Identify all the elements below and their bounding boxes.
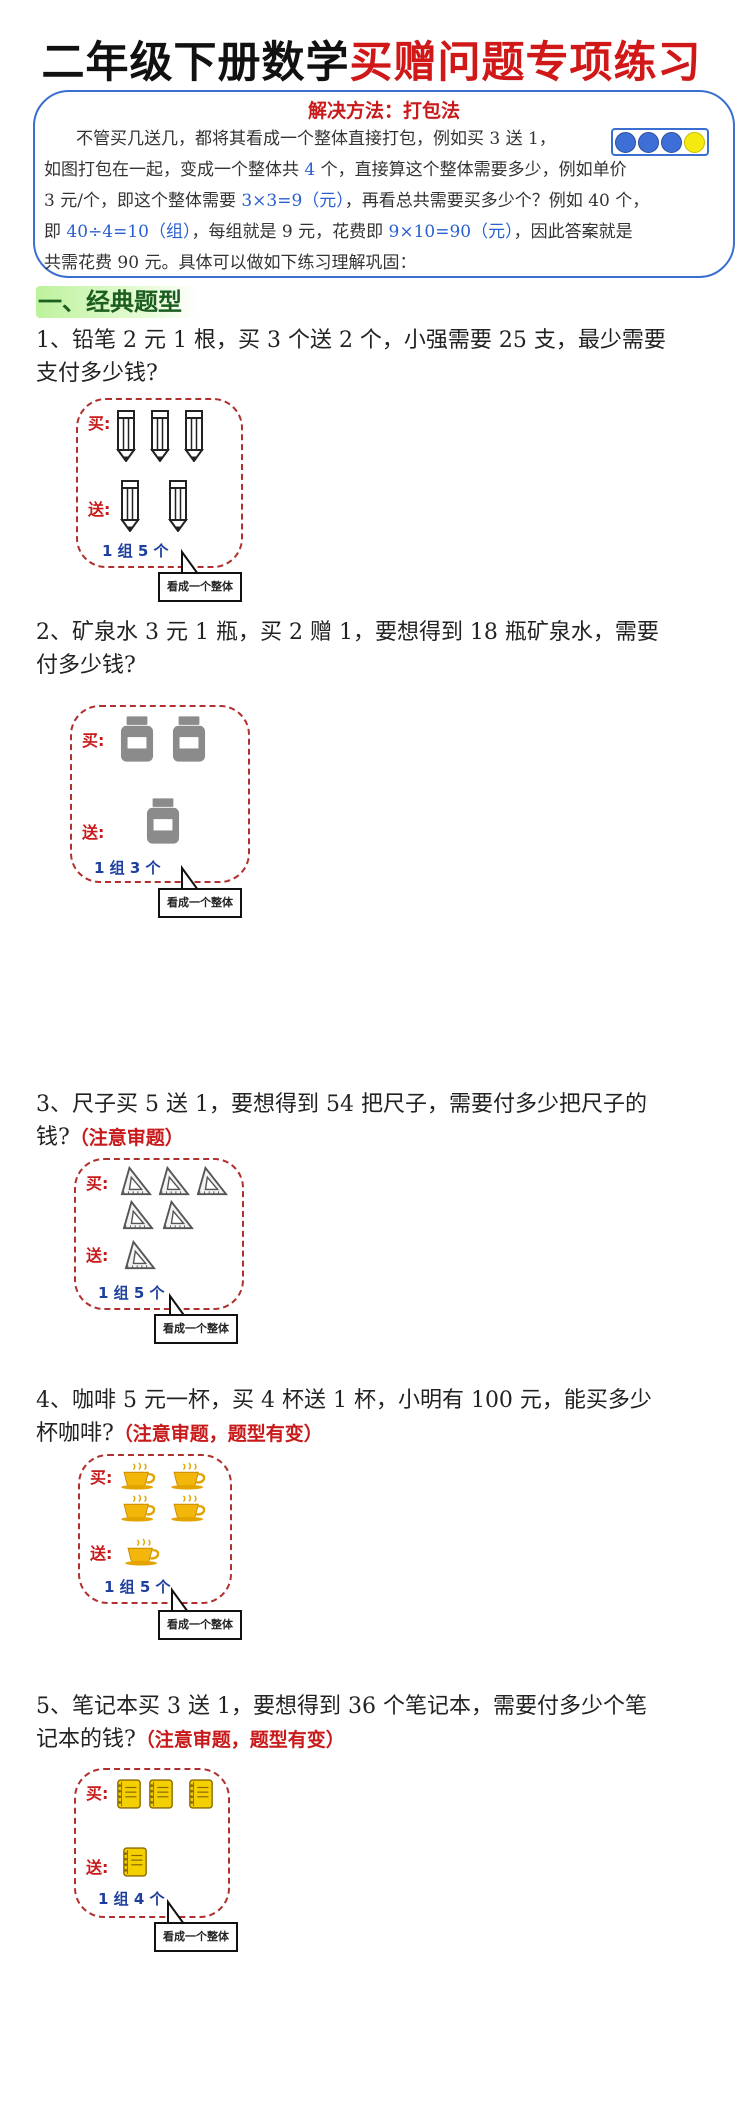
triangle-ruler-icon xyxy=(158,1166,190,1196)
question-3-line-2: 钱? xyxy=(36,1125,70,1150)
question-5: 5、笔记本买 3 送 1，要想得到 36 个笔记本，需要付多少个笔 记本的钱?（… xyxy=(36,1690,716,1757)
method-line-5: 共需花费 90 元。具体可以做如下练习理解巩固： xyxy=(44,253,417,273)
pencil-icon xyxy=(168,480,188,532)
question-2-line-1: 2、矿泉水 3 元 1 瓶，买 2 赠 1，要想得到 18 瓶矿泉水，需要 xyxy=(36,620,659,645)
notebook-icon xyxy=(116,1778,142,1810)
group-size-label: 1 组 5 个 xyxy=(98,1284,165,1302)
buy-label: 买: xyxy=(90,1468,113,1487)
group-size-label: 1 组 5 个 xyxy=(102,542,169,560)
speech-bubble: 看成一个整体 xyxy=(154,1314,238,1344)
blue-dot-icon xyxy=(638,131,659,153)
method-line-1: 不管买几送几，都将其看成一个整体直接打包，例如买 3 送 1， xyxy=(76,129,556,149)
give-label: 送: xyxy=(86,1246,109,1265)
notebook-icon xyxy=(188,1778,214,1810)
question-1: 1、铅笔 2 元 1 根，买 3 个送 2 个，小强需要 25 支，最少需要 支… xyxy=(36,324,716,390)
group-dots-illustration xyxy=(611,128,709,156)
notebook-icon xyxy=(122,1846,148,1878)
coffee-cup-icon xyxy=(170,1494,208,1522)
method-line-2a: 如图打包在一起，变成一个整体共 xyxy=(44,160,305,180)
question-3-diagram: 买: 送: 1 组 5 个 xyxy=(74,1158,244,1310)
method-box: 解决方法：打包法 不管买几送几，都将其看成一个整体直接打包，例如买 3 送 1，… xyxy=(33,90,735,278)
question-4-line-2: 杯咖啡? xyxy=(36,1421,114,1446)
page-title: 二年级下册数学买赠问题专项练习 xyxy=(0,28,743,90)
method-line-3c: ，再看总共需要买多少个？例如 40 个， xyxy=(344,191,650,211)
buy-label: 买: xyxy=(88,414,111,433)
pencil-icon xyxy=(116,410,136,462)
question-4-hint: （注意审题，题型有变） xyxy=(113,1423,323,1445)
question-4-diagram: 买: 送: 1 组 5 个 xyxy=(78,1454,232,1604)
method-line-2b: 4 xyxy=(304,160,316,180)
give-label: 送: xyxy=(86,1858,109,1877)
method-line-3b: 3×3=9（元） xyxy=(241,191,345,211)
buy-label: 买: xyxy=(86,1174,109,1193)
triangle-ruler-icon xyxy=(196,1166,228,1196)
section-title: 一、经典题型 xyxy=(36,286,198,318)
question-5-diagram: 买: 送: 1 组 4 个 xyxy=(74,1768,230,1918)
question-1-line-2: 支付多少钱? xyxy=(36,361,158,386)
question-4: 4、咖啡 5 元一杯，买 4 杯送 1 杯，小明有 100 元，能买多少 杯咖啡… xyxy=(36,1384,716,1451)
title-part2: 买赠问题专项练习 xyxy=(349,38,702,88)
pencil-icon xyxy=(184,410,204,462)
give-label: 送: xyxy=(88,500,111,519)
method-line-4b: 40÷4=10（组） xyxy=(66,222,192,242)
group-size-label: 1 组 4 个 xyxy=(98,1890,165,1908)
question-1-diagram: 买: 送: 1 组 5 个 xyxy=(76,398,243,568)
speech-bubble: 看成一个整体 xyxy=(158,888,242,918)
question-3-hint: （注意审题） xyxy=(69,1127,184,1149)
triangle-ruler-icon xyxy=(120,1166,152,1196)
triangle-ruler-icon xyxy=(122,1200,154,1230)
bottle-icon xyxy=(146,797,180,845)
pencil-icon xyxy=(150,410,170,462)
blue-dot-icon xyxy=(615,131,636,153)
triangle-ruler-icon xyxy=(162,1200,194,1230)
speech-bubble: 看成一个整体 xyxy=(158,572,242,602)
question-1-line-1: 1、铅笔 2 元 1 根，买 3 个送 2 个，小强需要 25 支，最少需要 xyxy=(36,328,666,353)
question-3-line-1: 3、尺子买 5 送 1，要想得到 54 把尺子，需要付多少把尺子的 xyxy=(36,1092,647,1117)
question-2: 2、矿泉水 3 元 1 瓶，买 2 赠 1，要想得到 18 瓶矿泉水，需要 付多… xyxy=(36,616,716,682)
question-2-diagram: 买: 送: 1 组 3 个 xyxy=(70,705,250,883)
question-5-line-1: 5、笔记本买 3 送 1，要想得到 36 个笔记本，需要付多少个笔 xyxy=(36,1694,647,1719)
method-line-2c: 个，直接算这个整体需要多少，例如单价 xyxy=(315,160,627,180)
triangle-ruler-icon xyxy=(124,1240,156,1270)
give-label: 送: xyxy=(90,1544,113,1563)
speech-bubble: 看成一个整体 xyxy=(158,1610,242,1640)
method-line-4c: ，每组就是 9 元，花费即 xyxy=(191,222,389,242)
question-4-line-1: 4、咖啡 5 元一杯，买 4 杯送 1 杯，小明有 100 元，能买多少 xyxy=(36,1388,652,1413)
question-5-hint: （注意审题，题型有变） xyxy=(135,1729,345,1751)
method-line-4e: ，因此答案就是 xyxy=(513,222,633,242)
method-line-4d: 9×10=90（元） xyxy=(388,222,514,242)
group-size-label: 1 组 3 个 xyxy=(94,859,161,877)
method-title: 解决方法：打包法 xyxy=(307,100,460,122)
yellow-dot-icon xyxy=(684,131,705,153)
question-3: 3、尺子买 5 送 1，要想得到 54 把尺子，需要付多少把尺子的 钱?（注意审… xyxy=(36,1088,716,1155)
notebook-icon xyxy=(148,1778,174,1810)
bottle-icon xyxy=(120,715,154,763)
question-2-line-2: 付多少钱? xyxy=(36,653,136,678)
coffee-cup-icon xyxy=(124,1538,162,1566)
speech-bubble: 看成一个整体 xyxy=(154,1922,238,1952)
coffee-cup-icon xyxy=(120,1494,158,1522)
coffee-cup-icon xyxy=(170,1462,208,1490)
title-part1: 二年级下册数学 xyxy=(41,38,350,88)
method-line-4a: 即 xyxy=(44,222,67,242)
give-label: 送: xyxy=(82,823,105,842)
coffee-cup-icon xyxy=(120,1462,158,1490)
method-text: 不管买几送几，都将其看成一个整体直接打包，例如买 3 送 1， 如图打包在一起，… xyxy=(44,124,724,279)
buy-label: 买: xyxy=(82,731,105,750)
method-line-3a: 3 元/个，即这个整体需要 xyxy=(44,191,242,211)
group-size-label: 1 组 5 个 xyxy=(104,1578,171,1596)
question-5-line-2: 记本的钱? xyxy=(36,1727,136,1752)
blue-dot-icon xyxy=(661,131,682,153)
bottle-icon xyxy=(172,715,206,763)
pencil-icon xyxy=(120,480,140,532)
buy-label: 买: xyxy=(86,1784,109,1803)
